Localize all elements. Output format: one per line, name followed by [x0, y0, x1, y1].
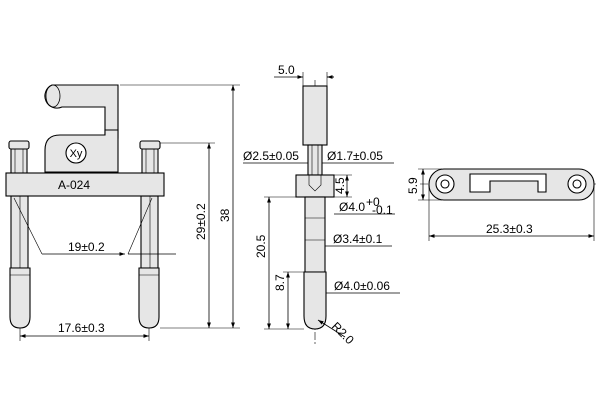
logo-text: Xy — [70, 148, 83, 160]
collar-dia-label: Ø4.0 — [339, 200, 365, 214]
base-width-label: 17.6±0.3 — [58, 321, 105, 335]
left-pin-shaft — [10, 195, 29, 269]
left-pin-top — [10, 145, 28, 175]
tip-dia-label: Ø4.0±0.06 — [334, 279, 390, 293]
plate-height-label: 5.9 — [406, 177, 420, 194]
front-view: Xy A-024 19±0.2 — [5, 84, 240, 341]
side-view: 5.0 Ø2.5±0.05 Ø1.7±0.05 4.5 Ø4.0 +0 -0.1… — [243, 63, 400, 347]
tip-radius-label: R2.0 — [329, 319, 357, 347]
pin-spacing-label: 19±0.2 — [68, 240, 105, 254]
right-pin-shaft — [140, 195, 159, 269]
plate-hole-right-inner — [572, 179, 582, 189]
side-collar — [295, 174, 335, 198]
right-pin-tip — [138, 267, 160, 329]
shaft-dia-label: Ø3.4±0.1 — [333, 232, 383, 246]
hook-end-ellipse — [45, 84, 61, 108]
total-height-label: 38 — [218, 208, 232, 222]
side-neck — [307, 144, 323, 176]
collar-tol-lower: -0.1 — [372, 203, 393, 217]
plate-slot — [469, 173, 547, 193]
collar-tol-upper: +0 — [366, 195, 380, 209]
tip-length-label: 8.7 — [273, 274, 287, 291]
model-label: A-024 — [58, 178, 90, 192]
right-pin-top-cap — [139, 140, 161, 150]
side-shaft — [304, 196, 326, 273]
shaft-length-label: 20.5 — [254, 234, 268, 258]
left-pin-tip — [9, 267, 31, 329]
small-dia-lead-label: Ø2.5±0.05 — [243, 149, 299, 163]
base-bar — [5, 172, 165, 197]
right-pin-top — [141, 145, 159, 175]
pin-length-label: 29±0.2 — [194, 203, 208, 240]
top-view: 5.9 25.3±0.3 — [406, 168, 598, 241]
logo-circle — [65, 142, 87, 164]
thickness-label: 5.0 — [278, 63, 295, 77]
side-tip — [303, 271, 327, 330]
left-pin-top-cap — [8, 140, 30, 150]
plate-length-label: 25.3±0.3 — [486, 222, 533, 236]
collar-height-label: 4.5 — [333, 177, 347, 194]
side-tab — [302, 85, 328, 146]
small-dia-label: Ø1.7±0.05 — [327, 149, 383, 163]
plate-hole-left-inner — [440, 179, 450, 189]
